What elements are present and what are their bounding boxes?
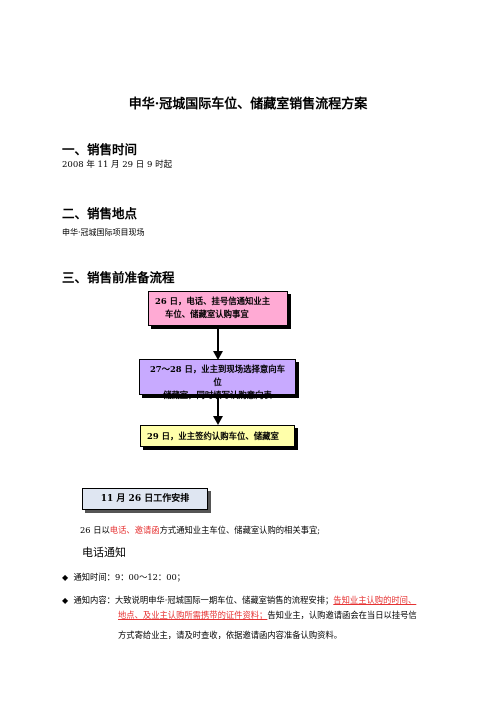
flow-step-1: 26 日，电话、挂号信通知业主 车位、储藏室认购事宜: [148, 291, 288, 326]
flow-step-3-lead: 29 日，: [147, 431, 179, 441]
sales-time-text: 2008 年 11 月 29 日 9 时起: [62, 160, 173, 170]
bullet-time-label: 通知时间：: [73, 572, 115, 582]
flow-arrow-2-head: [213, 416, 223, 425]
bullet-content-label: 通知内容：: [73, 595, 115, 605]
flow-step-1-line1: 电话、挂号信通知业主: [186, 296, 271, 306]
bullet-content-text-b: 告知业主，认购邀请函会在当日以挂号信: [267, 610, 417, 620]
bullet-content-red-b: 地点、及业主认购所需携带的证件资料；: [118, 610, 268, 620]
bullet-time-text: 9：00～12：00；: [114, 572, 186, 582]
diamond-bullet-icon: ◆: [62, 573, 69, 582]
page-title: 申华·冠城国际车位、储藏室销售流程方案: [128, 97, 368, 112]
schedule-intro-suffix: 方式通知业主车位、储藏室认购的相关事宜;: [159, 525, 321, 535]
flow-step-2-line2: 储藏室，同时填写认购意向表: [163, 390, 272, 400]
flow-step-1-lead: 26 日，: [155, 296, 187, 306]
flow-step-3-line1: 业主签约认购车位、储藏室: [178, 431, 279, 441]
sales-location-text: 申华·冠城国际项目现场: [62, 228, 145, 237]
section-heading-process: 三、销售前准备流程: [62, 270, 175, 285]
flow-arrow-1-line: [217, 328, 219, 352]
bullet-time: ◆ 通知时间：9：00～12：00；: [62, 571, 185, 583]
flow-arrow-2-line: [217, 397, 219, 417]
flow-step-1-line2: 车位、储藏室认购事宜: [165, 309, 249, 319]
schedule-label: 11 月 26 日工作安排: [82, 488, 208, 510]
bullet-content-line2: 地点、及业主认购所需携带的证件资料；告知业主，认购邀请函会在当日以挂号信: [118, 609, 468, 621]
bullet-content-text-c: 方式寄给业主，请及时查收，依据邀请函内容准备认购资料。: [118, 630, 343, 640]
schedule-intro-red: 电话、邀请函: [109, 525, 160, 535]
section-heading-location: 二、销售地点: [62, 206, 138, 221]
flow-step-2-line1: 业主到现场选择意向车位: [201, 364, 286, 387]
section-heading-time: 一、销售时间: [62, 142, 138, 157]
schedule-intro: 26 日以电话、邀请函方式通知业主车位、储藏室认购的相关事宜;: [80, 524, 320, 536]
flow-step-3: 29 日，业主签约认购车位、储藏室: [140, 425, 295, 447]
diamond-bullet-icon: ◆: [62, 596, 69, 605]
flow-step-2-lead: 27～28 日，: [149, 364, 202, 374]
flow-arrow-1-head: [213, 351, 223, 360]
phone-notice-heading: 电话通知: [82, 546, 126, 559]
bullet-content-text-a: 大致说明申华·冠城国际一期车位、储藏室销售的流程安排；: [114, 595, 334, 605]
bullet-content: ◆ 通知内容：大致说明申华·冠城国际一期车位、储藏室销售的流程安排；告知业主认购…: [62, 591, 462, 610]
bullet-content-red-a: 告知业主认购的时间、: [333, 595, 417, 605]
schedule-intro-prefix: 26 日以: [80, 525, 110, 535]
flow-step-2: 27～28 日，业主到现场选择意向车位 储藏室，同时填写认购意向表: [139, 359, 296, 400]
